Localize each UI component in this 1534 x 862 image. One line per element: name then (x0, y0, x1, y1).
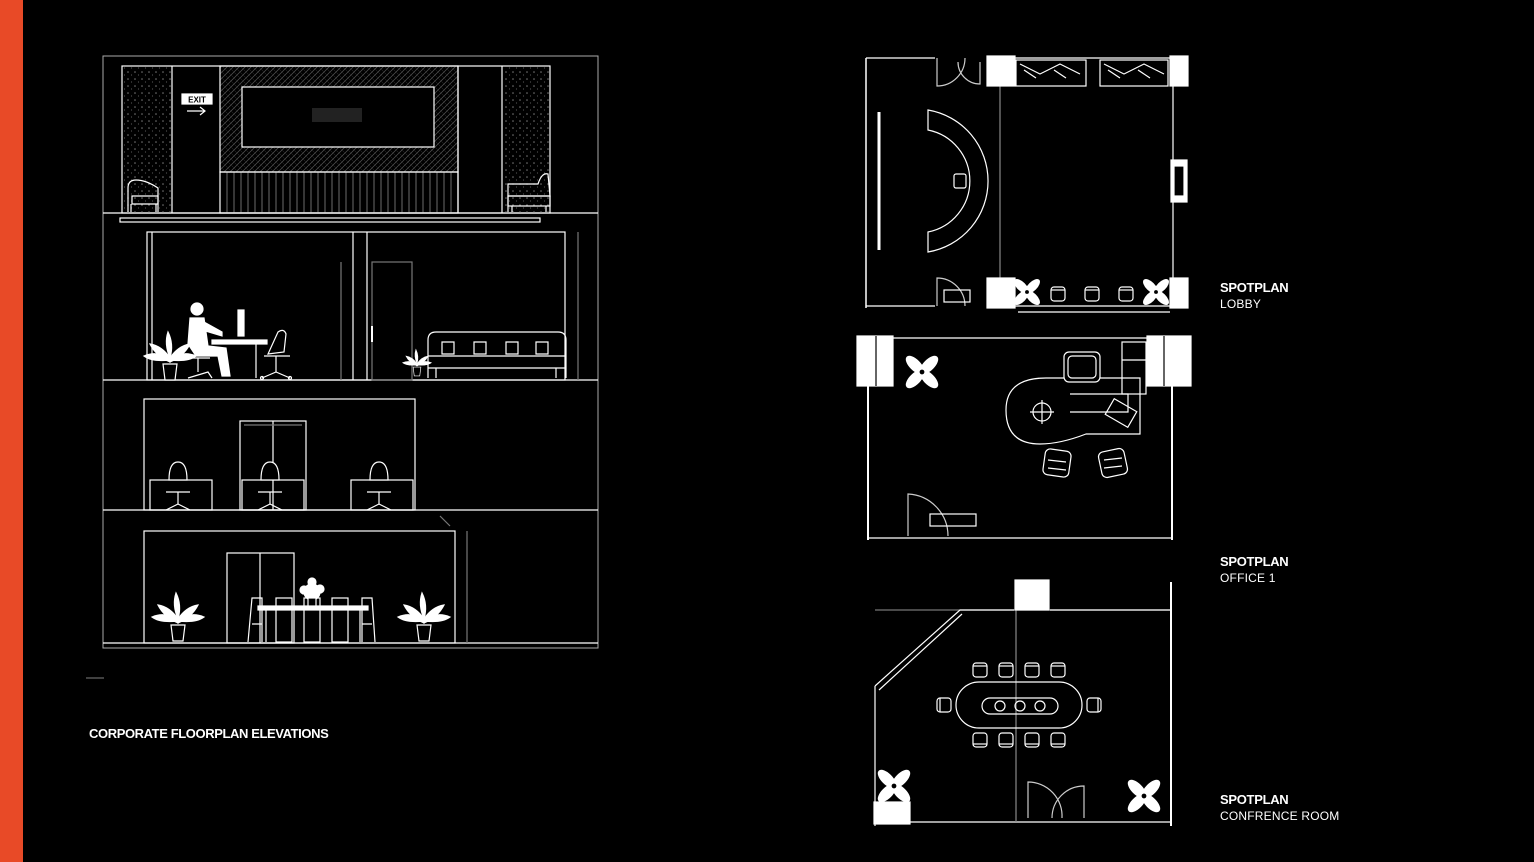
spotplan-subtitle: OFFICE 1 (1220, 571, 1276, 585)
potted-plant-icon (1011, 276, 1043, 308)
conference-table-icon (936, 662, 1102, 748)
chair-icon (1118, 286, 1134, 302)
elevations-caption: CORPORATE FLOORPLAN ELEVATIONS (89, 726, 329, 741)
office-chair-icon (350, 461, 414, 511)
office-desk-icon (1005, 341, 1147, 445)
spotplan-subtitle: CONFRENCE ROOM (1220, 809, 1340, 823)
spotplan-title: SPOTPLAN (1220, 280, 1289, 295)
armchair-icon (127, 179, 159, 212)
accent-bar (0, 0, 23, 862)
sofa-icon (1099, 59, 1169, 87)
spotplan-conference-drawing (873, 579, 1172, 826)
spotplan-lobby-drawing (865, 55, 1189, 313)
elevation-workstations (143, 398, 451, 527)
elevation-meeting-area (143, 530, 468, 644)
office-chair-icon (149, 461, 213, 511)
spotplan-office-drawing (856, 335, 1192, 540)
exit-sign-text: EXIT (188, 96, 206, 105)
potted-plant-icon (1125, 777, 1163, 815)
elevation-lobby-wall: EXIT (119, 65, 551, 223)
reception-desk-icon (877, 109, 989, 253)
spotplan-title: SPOTPLAN (1220, 554, 1289, 569)
spotplan-subtitle: LOBBY (1220, 297, 1262, 311)
sofa-icon (1015, 59, 1087, 87)
chair-icon (1084, 286, 1100, 302)
potted-plant-icon (397, 592, 451, 642)
spotplan-office-caption: SPOTPLAN OFFICE 1 (1220, 554, 1289, 586)
elevation-private-office (143, 231, 579, 381)
sofa-icon (427, 331, 567, 378)
spotplan-lobby-caption: SPOTPLAN LOBBY (1220, 280, 1289, 312)
potted-plant-icon (1140, 276, 1172, 308)
flower-vase-icon (299, 577, 325, 607)
exit-sign: EXIT (181, 93, 213, 116)
potted-plant-icon (151, 592, 205, 642)
chair-icon (1050, 286, 1066, 302)
dining-table-icon (247, 597, 376, 643)
potted-plant-icon (903, 353, 941, 391)
potted-plant-icon (402, 349, 432, 377)
potted-plant-icon (875, 767, 913, 805)
spotplan-title: SPOTPLAN (1220, 792, 1289, 807)
sofa-icon (507, 173, 551, 212)
elevation-sections: EXIT (86, 55, 599, 679)
office-chair-icon (259, 329, 293, 381)
chair-icon (1042, 447, 1129, 479)
person-at-desk-icon (185, 302, 268, 379)
office-chair-icon (241, 461, 305, 511)
spotplan-conference-caption: SPOTPLAN CONFRENCE ROOM (1220, 792, 1339, 824)
